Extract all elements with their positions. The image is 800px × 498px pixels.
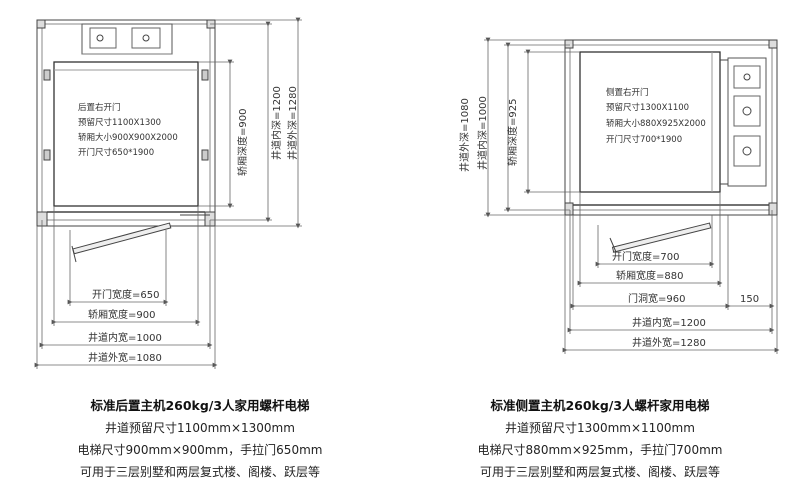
right-dim-shaft-outer-depth: 井道外深=1080 <box>458 98 471 172</box>
elevator-plan-drawings: 后置右开门 预留尺寸1100X1300 轿厢大小900X900X2000 开门尺… <box>34 17 780 369</box>
left-shaft-outer <box>36 19 216 227</box>
right-shaft-outer <box>564 39 778 216</box>
right-note-3: 轿厢大小880X925X2000 <box>606 118 706 129</box>
right-motor-unit <box>720 57 767 187</box>
right-notes: 侧置右开门 预留尺寸1300X1100 轿厢大小880X925X2000 开门尺… <box>606 87 706 145</box>
left-door-swing <box>71 214 210 263</box>
left-notes: 后置右开门 预留尺寸1100X1300 轿厢大小900X900X2000 开门尺… <box>78 102 178 158</box>
left-dim-car-width: 轿厢宽度=900 <box>88 308 155 321</box>
left-dim-shaft-outer-width: 井道外宽=1080 <box>88 351 162 364</box>
left-note-4: 开门尺寸650*1900 <box>78 147 154 158</box>
right-caption-title: 标准侧置主机260kg/3人螺杆家用电梯 <box>490 398 710 413</box>
left-dim-shaft-inner-width: 井道内宽=1000 <box>88 331 162 344</box>
left-dim-shaft-inner-depth: 井道内深=1200 <box>270 86 283 160</box>
right-car <box>579 51 721 193</box>
left-caption-line-2: 电梯尺寸900mm×900mm，手拉门650mm <box>77 443 323 457</box>
left-motor-unit <box>81 23 173 55</box>
right-dim-door-width: 开门宽度=700 <box>612 250 679 263</box>
right-plan <box>484 37 780 354</box>
left-note-3: 轿厢大小900X900X2000 <box>78 132 178 143</box>
right-dim-side-gap: 150 <box>740 294 759 305</box>
right-note-2: 预留尺寸1300X1100 <box>606 102 689 113</box>
left-note-1: 后置右开门 <box>78 102 121 113</box>
right-dim-shaft-outer-width: 井道外宽=1280 <box>632 336 706 349</box>
right-caption-line-3: 可用于三层别墅和两层复式楼、阁楼、跃层等 <box>479 465 720 479</box>
left-dim-shaft-outer-depth: 井道外深=1280 <box>286 86 299 160</box>
right-caption-line-1: 井道预留尺寸1300mm×1100mm <box>505 421 695 435</box>
right-dim-doorway-width: 门洞宽=960 <box>628 292 685 305</box>
right-shaft-inner <box>569 44 773 211</box>
right-caption: 标准侧置主机260kg/3人螺杆家用电梯 井道预留尺寸1300mm×1100mm… <box>400 395 800 483</box>
left-note-2: 预留尺寸1100X1300 <box>78 117 161 128</box>
left-dim-door-width: 开门宽度=650 <box>92 288 159 301</box>
right-door-swing <box>609 222 712 253</box>
right-caption-line-2: 电梯尺寸880mm×925mm，手拉门700mm <box>477 443 723 457</box>
right-note-1: 侧置右开门 <box>606 87 649 98</box>
left-dim-car-depth: 轿厢深度=900 <box>236 109 249 176</box>
left-caption: 标准后置主机260kg/3人家用螺杆电梯 井道预留尺寸1100mm×1300mm… <box>0 395 400 483</box>
left-caption-title: 标准后置主机260kg/3人家用螺杆电梯 <box>90 398 310 413</box>
left-caption-line-1: 井道预留尺寸1100mm×1300mm <box>105 421 295 435</box>
right-dim-car-depth: 轿厢深度=925 <box>506 99 519 166</box>
right-dim-car-width: 轿厢宽度=880 <box>616 269 683 282</box>
right-dim-shaft-inner-depth: 井道内深=1000 <box>476 96 489 170</box>
right-note-4: 开门尺寸700*1900 <box>606 134 682 145</box>
left-car <box>53 61 199 207</box>
right-dim-shaft-inner-width: 井道内宽=1200 <box>632 316 706 329</box>
left-plan <box>34 17 302 369</box>
left-caption-line-3: 可用于三层别墅和两层复式楼、阁楼、跃层等 <box>79 465 320 479</box>
